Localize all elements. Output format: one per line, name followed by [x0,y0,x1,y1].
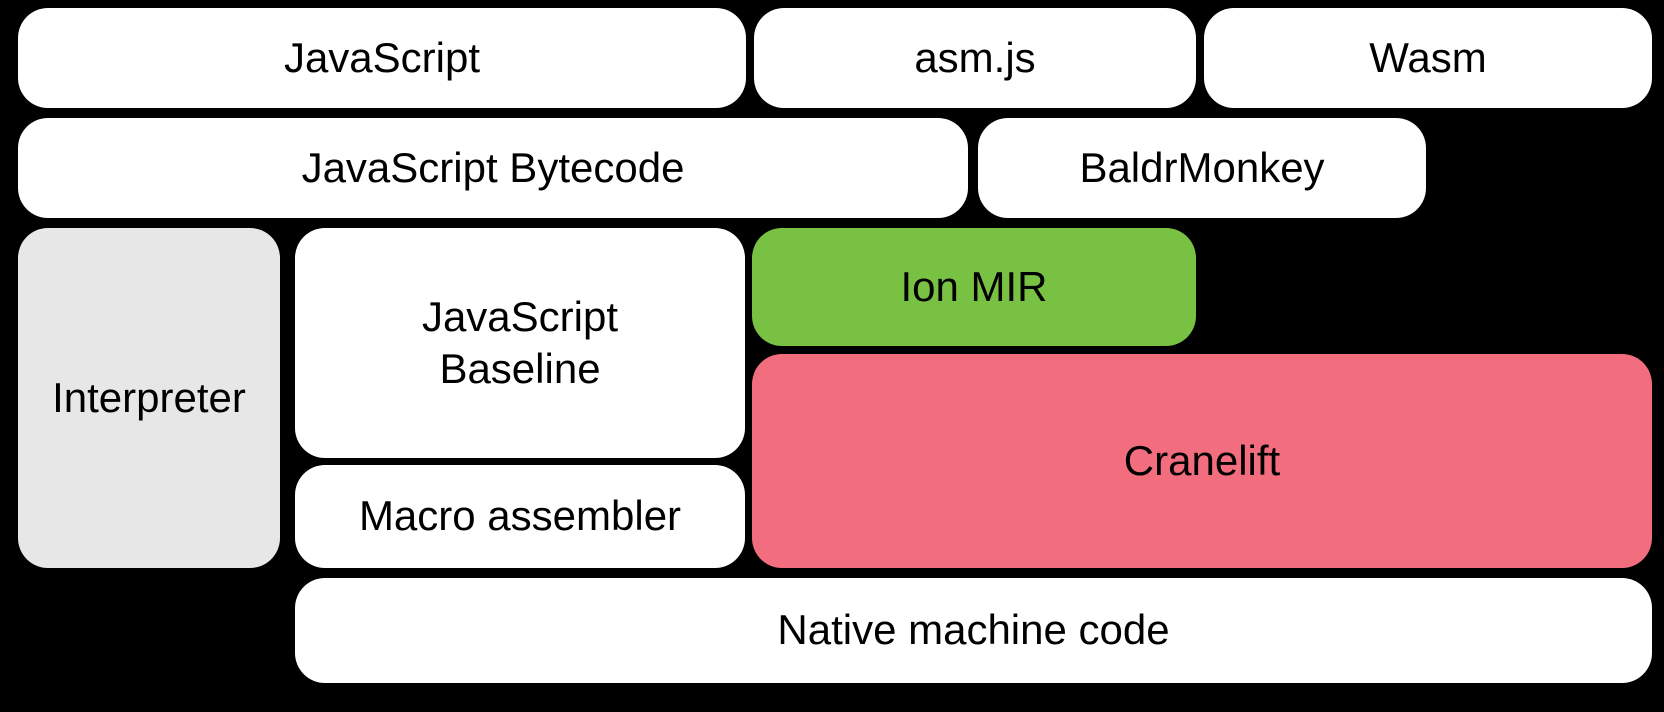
node-javascript: JavaScript [18,8,746,108]
node-cranelift: Cranelift [752,354,1652,568]
node-interpreter: Interpreter [18,228,280,568]
node-wasm: Wasm [1204,8,1652,108]
node-ion-mir: Ion MIR [752,228,1196,346]
node-native-machine-code: Native machine code [295,578,1652,683]
node-macro-assembler: Macro assembler [295,465,745,568]
node-javascript-bytecode: JavaScript Bytecode [18,118,968,218]
node-baldrmonkey: BaldrMonkey [978,118,1426,218]
node-asmjs: asm.js [754,8,1196,108]
node-javascript-baseline: JavaScript Baseline [295,228,745,458]
